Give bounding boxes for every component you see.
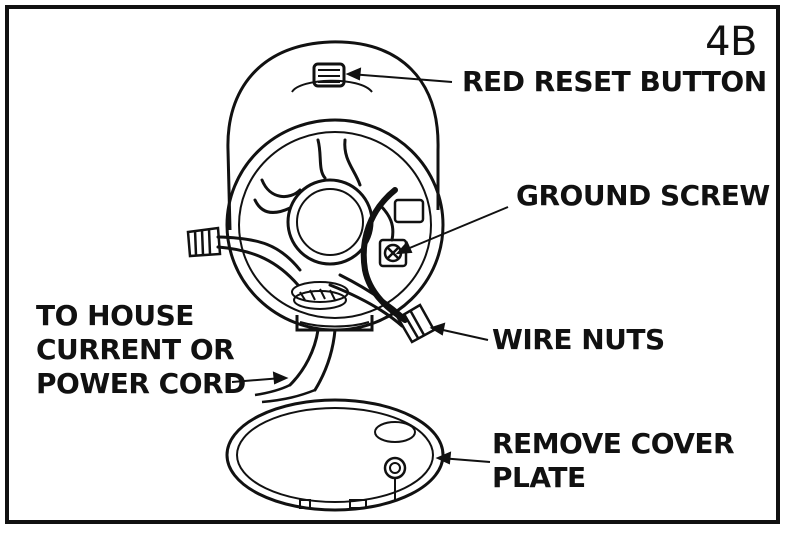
- cable-clamp: [291, 281, 349, 310]
- right-wire-nut: [396, 303, 436, 344]
- callout-wire-nuts: WIRE NUTS: [492, 323, 665, 356]
- figure-number: 4B: [705, 19, 757, 65]
- power-cord: [254, 383, 316, 404]
- callout-arrows: [231, 67, 509, 465]
- ground-screw: [378, 198, 425, 268]
- callout-ground-screw: GROUND SCREW: [516, 179, 770, 212]
- callout-to-house-line1: TO HOUSE: [36, 299, 194, 332]
- cover-plate: [225, 398, 445, 512]
- callout-remove-cover-line1: REMOVE COVER: [492, 427, 735, 460]
- reset-button-shape: [312, 62, 346, 88]
- callout-to-house-line2: CURRENT OR: [36, 333, 235, 366]
- wires: [216, 138, 408, 392]
- figure-border: [5, 5, 780, 524]
- disposer-body: [226, 40, 440, 231]
- left-wire-nut: [186, 226, 222, 258]
- callout-to-house-line3: POWER CORD: [36, 367, 246, 400]
- callout-remove-cover-line2: PLATE: [492, 461, 586, 494]
- callout-red-reset-button: RED RESET BUTTON: [462, 65, 767, 98]
